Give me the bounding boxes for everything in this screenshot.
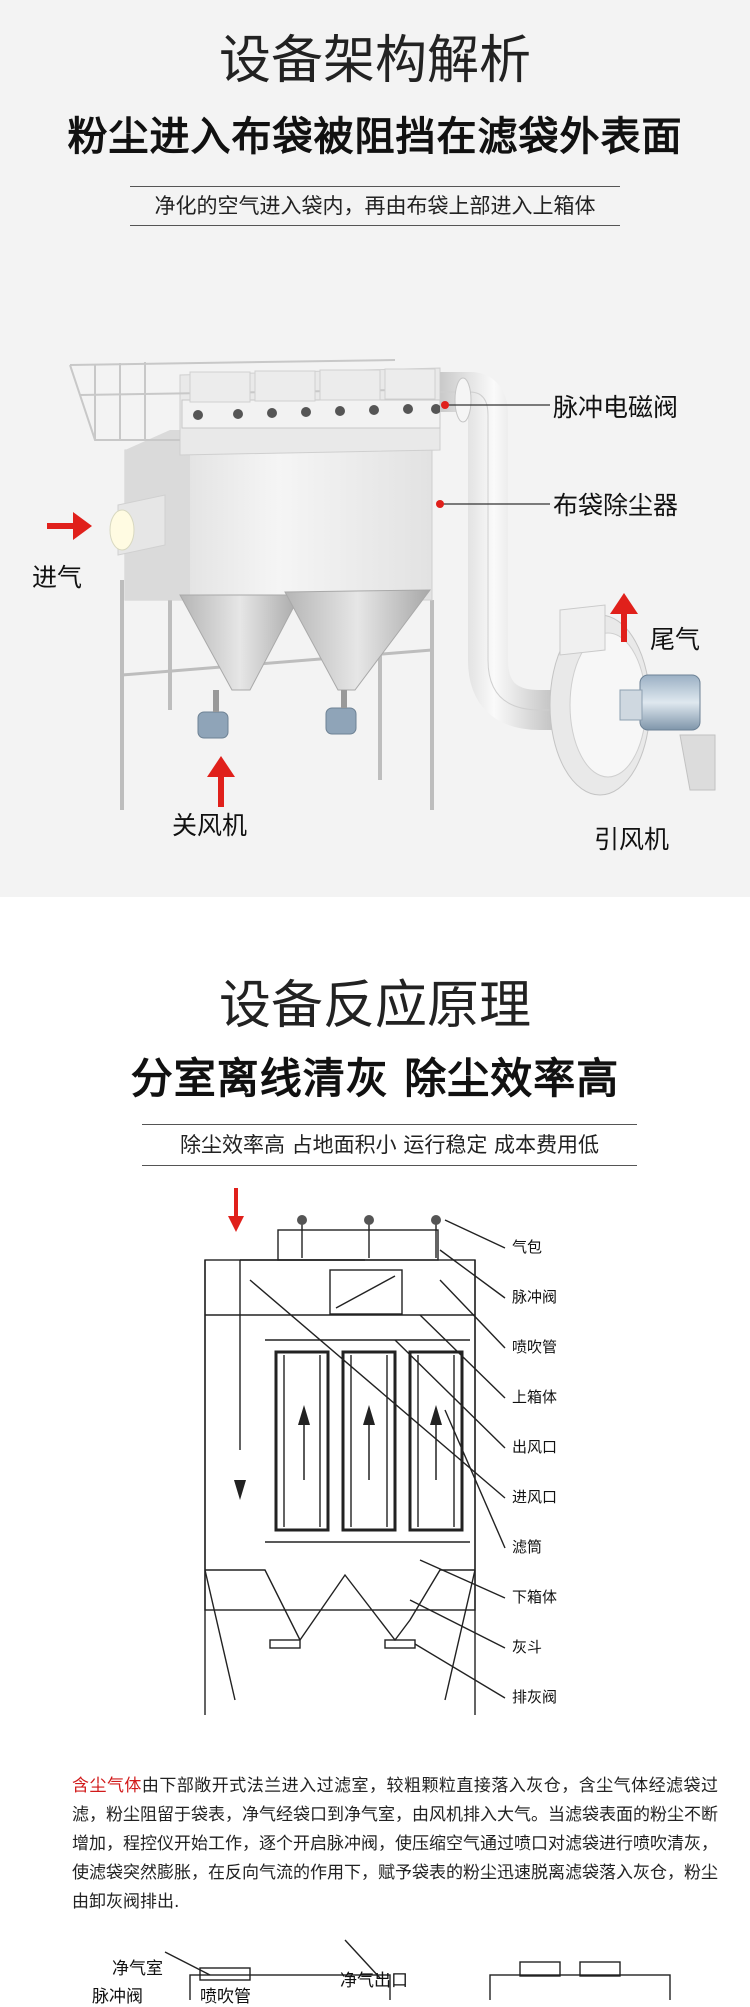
inlet-label: 进气 [32, 563, 83, 592]
principle-diagram [204, 1188, 506, 1715]
label-outlet: 出风口 [512, 1438, 558, 1456]
rotary-airlocks [197, 707, 357, 739]
bottom-label-clean-chamber: 净气室 [112, 1959, 163, 1979]
section1-subtitle: 粉尘进入布袋被阻挡在滤袋外表面 [67, 114, 683, 160]
description-text: 由下部敞开式法兰进入过滤室，较粗颗粒直接落入灰仓，含尘气体经滤袋过滤，粉尘阻留于… [72, 1776, 719, 1912]
section2-title: 设备反应原理 [218, 976, 531, 1036]
red-flow-arrows [47, 512, 638, 807]
label-upper-box: 上箱体 [512, 1388, 558, 1406]
section1-title: 设备架构解析 [218, 31, 531, 91]
label-hopper: 灰斗 [512, 1638, 543, 1656]
bottom-label-clean-outlet: 净气出口 [340, 1971, 408, 1991]
pulse-valve-label: 脉冲电磁阀 [553, 393, 679, 422]
callout-lines [440, 404, 550, 505]
section2-subtitle: 分室离线清灰 除尘效率高 [130, 1054, 620, 1103]
description-highlight: 含尘气体 [72, 1776, 142, 1796]
section1-tagline-box: 净化的空气进入袋内，再由布袋上部进入上箱体 [130, 186, 620, 226]
label-inlet: 进风口 [512, 1488, 558, 1506]
section2-tagline: 除尘效率高 占地面积小 运行稳定 成本费用低 [179, 1133, 600, 1157]
exhaust-label: 尾气 [650, 625, 701, 654]
label-pulse-valve: 脉冲阀 [512, 1288, 558, 1306]
section2-tagline-box: 除尘效率高 占地面积小 运行稳定 成本费用低 [142, 1124, 637, 1166]
airlock-label: 关风机 [172, 811, 248, 840]
bottom-label-pulse-valve: 脉冲阀 [92, 1987, 143, 2007]
label-blow-pipe: 喷吹管 [512, 1338, 558, 1356]
bottom-diagram [164, 1939, 671, 2000]
structure-section: 设备架构解析 粉尘进入布袋被阻挡在滤袋外表面 净化的空气进入袋内，再由布袋上部进… [0, 0, 750, 897]
principle-description: 含尘气体由下部敞开式法兰进入过滤室，较粗颗粒直接落入灰仓，含尘气体经滤袋过滤，粉… [72, 1772, 718, 1917]
baghouse-illustration [47, 359, 716, 810]
pulse-valves [193, 404, 441, 420]
fan-label: 引风机 [594, 825, 670, 854]
bag-filter-label: 布袋除尘器 [553, 491, 679, 520]
label-discharge-valve: 排灰阀 [512, 1688, 558, 1706]
section1-tagline: 净化的空气进入袋内，再由布袋上部进入上箱体 [154, 194, 596, 218]
bottom-label-blow-pipe: 喷吹管 [200, 1987, 251, 2007]
label-air-tank: 气包 [512, 1238, 543, 1256]
label-filter-cartridge: 滤筒 [512, 1538, 543, 1556]
label-lower-box: 下箱体 [512, 1588, 558, 1606]
